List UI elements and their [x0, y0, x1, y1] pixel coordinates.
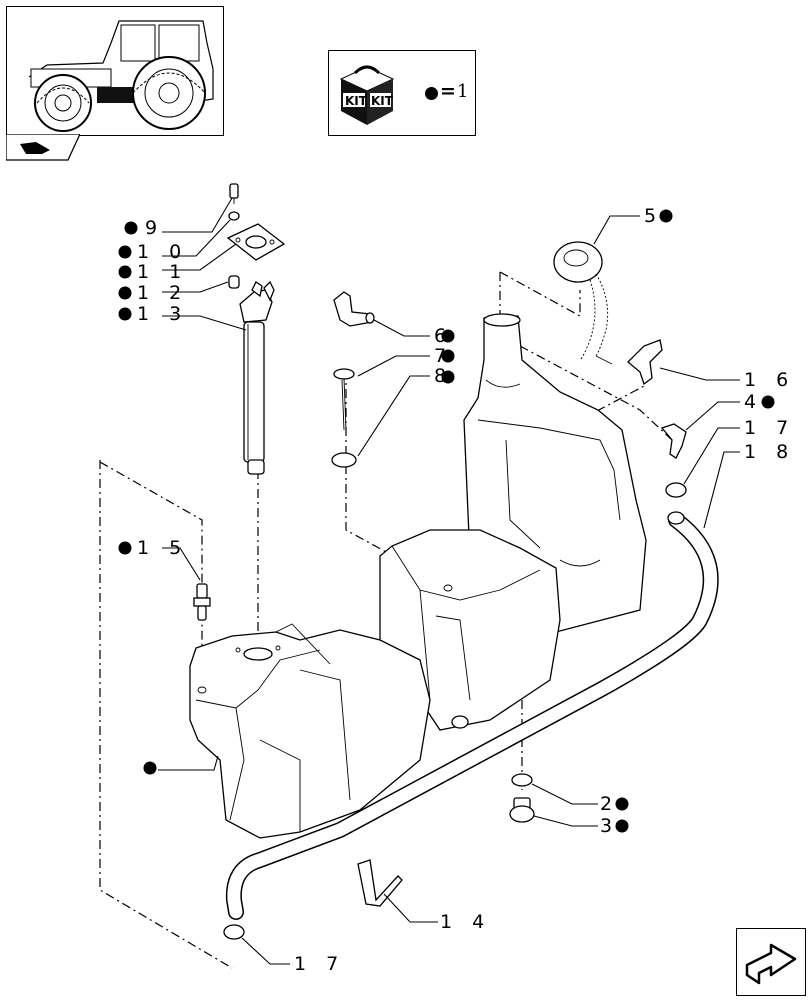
svg-text:1 5: 1 5	[137, 537, 188, 559]
hose-strap-14	[357, 859, 403, 907]
fuel-cap-5	[553, 241, 613, 365]
callout-5: 5	[644, 205, 673, 227]
tractor-thumbnail-icon	[28, 20, 214, 132]
svg-text:1 7: 1 7	[744, 417, 795, 439]
callout-10: 1 0	[118, 241, 188, 263]
callout-7: 7	[434, 345, 455, 367]
kit-legend-equals: =	[440, 80, 456, 102]
bolt-9	[229, 183, 239, 204]
tractor-thumbnail-frame	[6, 6, 224, 136]
assembly-line-elbow6	[345, 370, 449, 587]
svg-text:2: 2	[600, 793, 619, 815]
svg-text:6: 6	[434, 325, 453, 347]
sender-gasket	[226, 223, 286, 261]
assembly-line-bolt15	[99, 461, 203, 690]
svg-text:4: 4	[744, 391, 763, 413]
bullet-icon	[441, 370, 455, 384]
fuel-gauge-sender	[239, 280, 275, 475]
bullet-icon	[118, 245, 132, 259]
kit-box-icon: KIT KIT	[339, 65, 395, 125]
svg-text:1 8: 1 8	[744, 441, 795, 463]
callout-8: 8	[434, 365, 455, 387]
callout-12: 1 2	[118, 282, 188, 304]
bullet-icon	[118, 541, 132, 555]
kit-legend-qty: 1	[457, 81, 469, 102]
assembly-line-left	[99, 460, 233, 969]
callout-15: 1 5	[118, 537, 188, 559]
nav-back-icon[interactable]	[6, 134, 80, 162]
callout-2: 2	[600, 793, 629, 815]
washer-10	[228, 211, 240, 221]
svg-text:3: 3	[600, 815, 619, 837]
hose-clamp-17-lower	[223, 924, 245, 940]
bullet-icon	[124, 221, 138, 235]
kit-legend-box: KIT KIT = 1	[328, 50, 476, 136]
elbow-fitting-6	[333, 291, 375, 327]
svg-text:1 2: 1 2	[137, 282, 188, 304]
bullet-icon	[659, 209, 673, 223]
svg-text:1 0: 1 0	[137, 241, 188, 263]
svg-text:1 6: 1 6	[744, 369, 795, 391]
callout-17-lower: 1 7	[294, 953, 345, 975]
bullet-icon	[615, 797, 629, 811]
bolt-15	[193, 583, 211, 621]
assembly-line-clip16	[579, 385, 645, 421]
svg-text:1 3: 1 3	[137, 303, 188, 325]
callout-3: 3	[600, 815, 629, 837]
hose-clamp-17-upper	[665, 482, 687, 498]
washer-2	[511, 773, 533, 787]
callout-13: 1 3	[118, 303, 188, 325]
assembly-line-elbow4	[519, 345, 673, 441]
grommet-8	[331, 452, 357, 468]
bullet-icon	[118, 265, 132, 279]
elbow-fitting-4	[660, 423, 687, 459]
kit-badge-left: KIT	[345, 94, 368, 108]
svg-text:5: 5	[644, 205, 663, 227]
bullet-icon	[118, 286, 132, 300]
callout-9: 9	[124, 217, 164, 239]
callout-6: 6	[434, 325, 455, 347]
bullet-icon	[441, 329, 455, 343]
callout-4: 4	[744, 391, 775, 413]
bullet-icon	[441, 349, 455, 363]
callout-tank	[143, 761, 157, 775]
callout-14: 1 4	[440, 911, 491, 933]
clip-16	[627, 339, 663, 386]
bullet-icon	[615, 819, 629, 833]
callout-18: 1 8	[744, 441, 795, 463]
callout-17-upper: 1 7	[744, 417, 795, 439]
bullet-icon	[761, 395, 775, 409]
svg-text:1 1: 1 1	[137, 261, 188, 283]
svg-text:8: 8	[434, 365, 453, 387]
svg-text:7: 7	[434, 345, 453, 367]
next-page-icon[interactable]	[736, 928, 806, 996]
svg-text:1 4: 1 4	[440, 911, 491, 933]
bullet-icon	[425, 87, 438, 100]
bullet-icon	[143, 761, 157, 775]
spacer-12	[228, 275, 240, 289]
svg-text:9: 9	[145, 217, 164, 239]
kit-badge-right: KIT	[371, 94, 394, 108]
fuel-tank	[189, 313, 647, 839]
bullet-icon	[118, 307, 132, 321]
assembly-line-cap	[499, 271, 581, 318]
svg-text:1 7: 1 7	[294, 953, 345, 975]
drain-plug-3	[509, 797, 535, 823]
callout-16: 1 6	[744, 369, 795, 391]
callout-11: 1 1	[118, 261, 188, 283]
breather-valve-7	[333, 368, 355, 431]
